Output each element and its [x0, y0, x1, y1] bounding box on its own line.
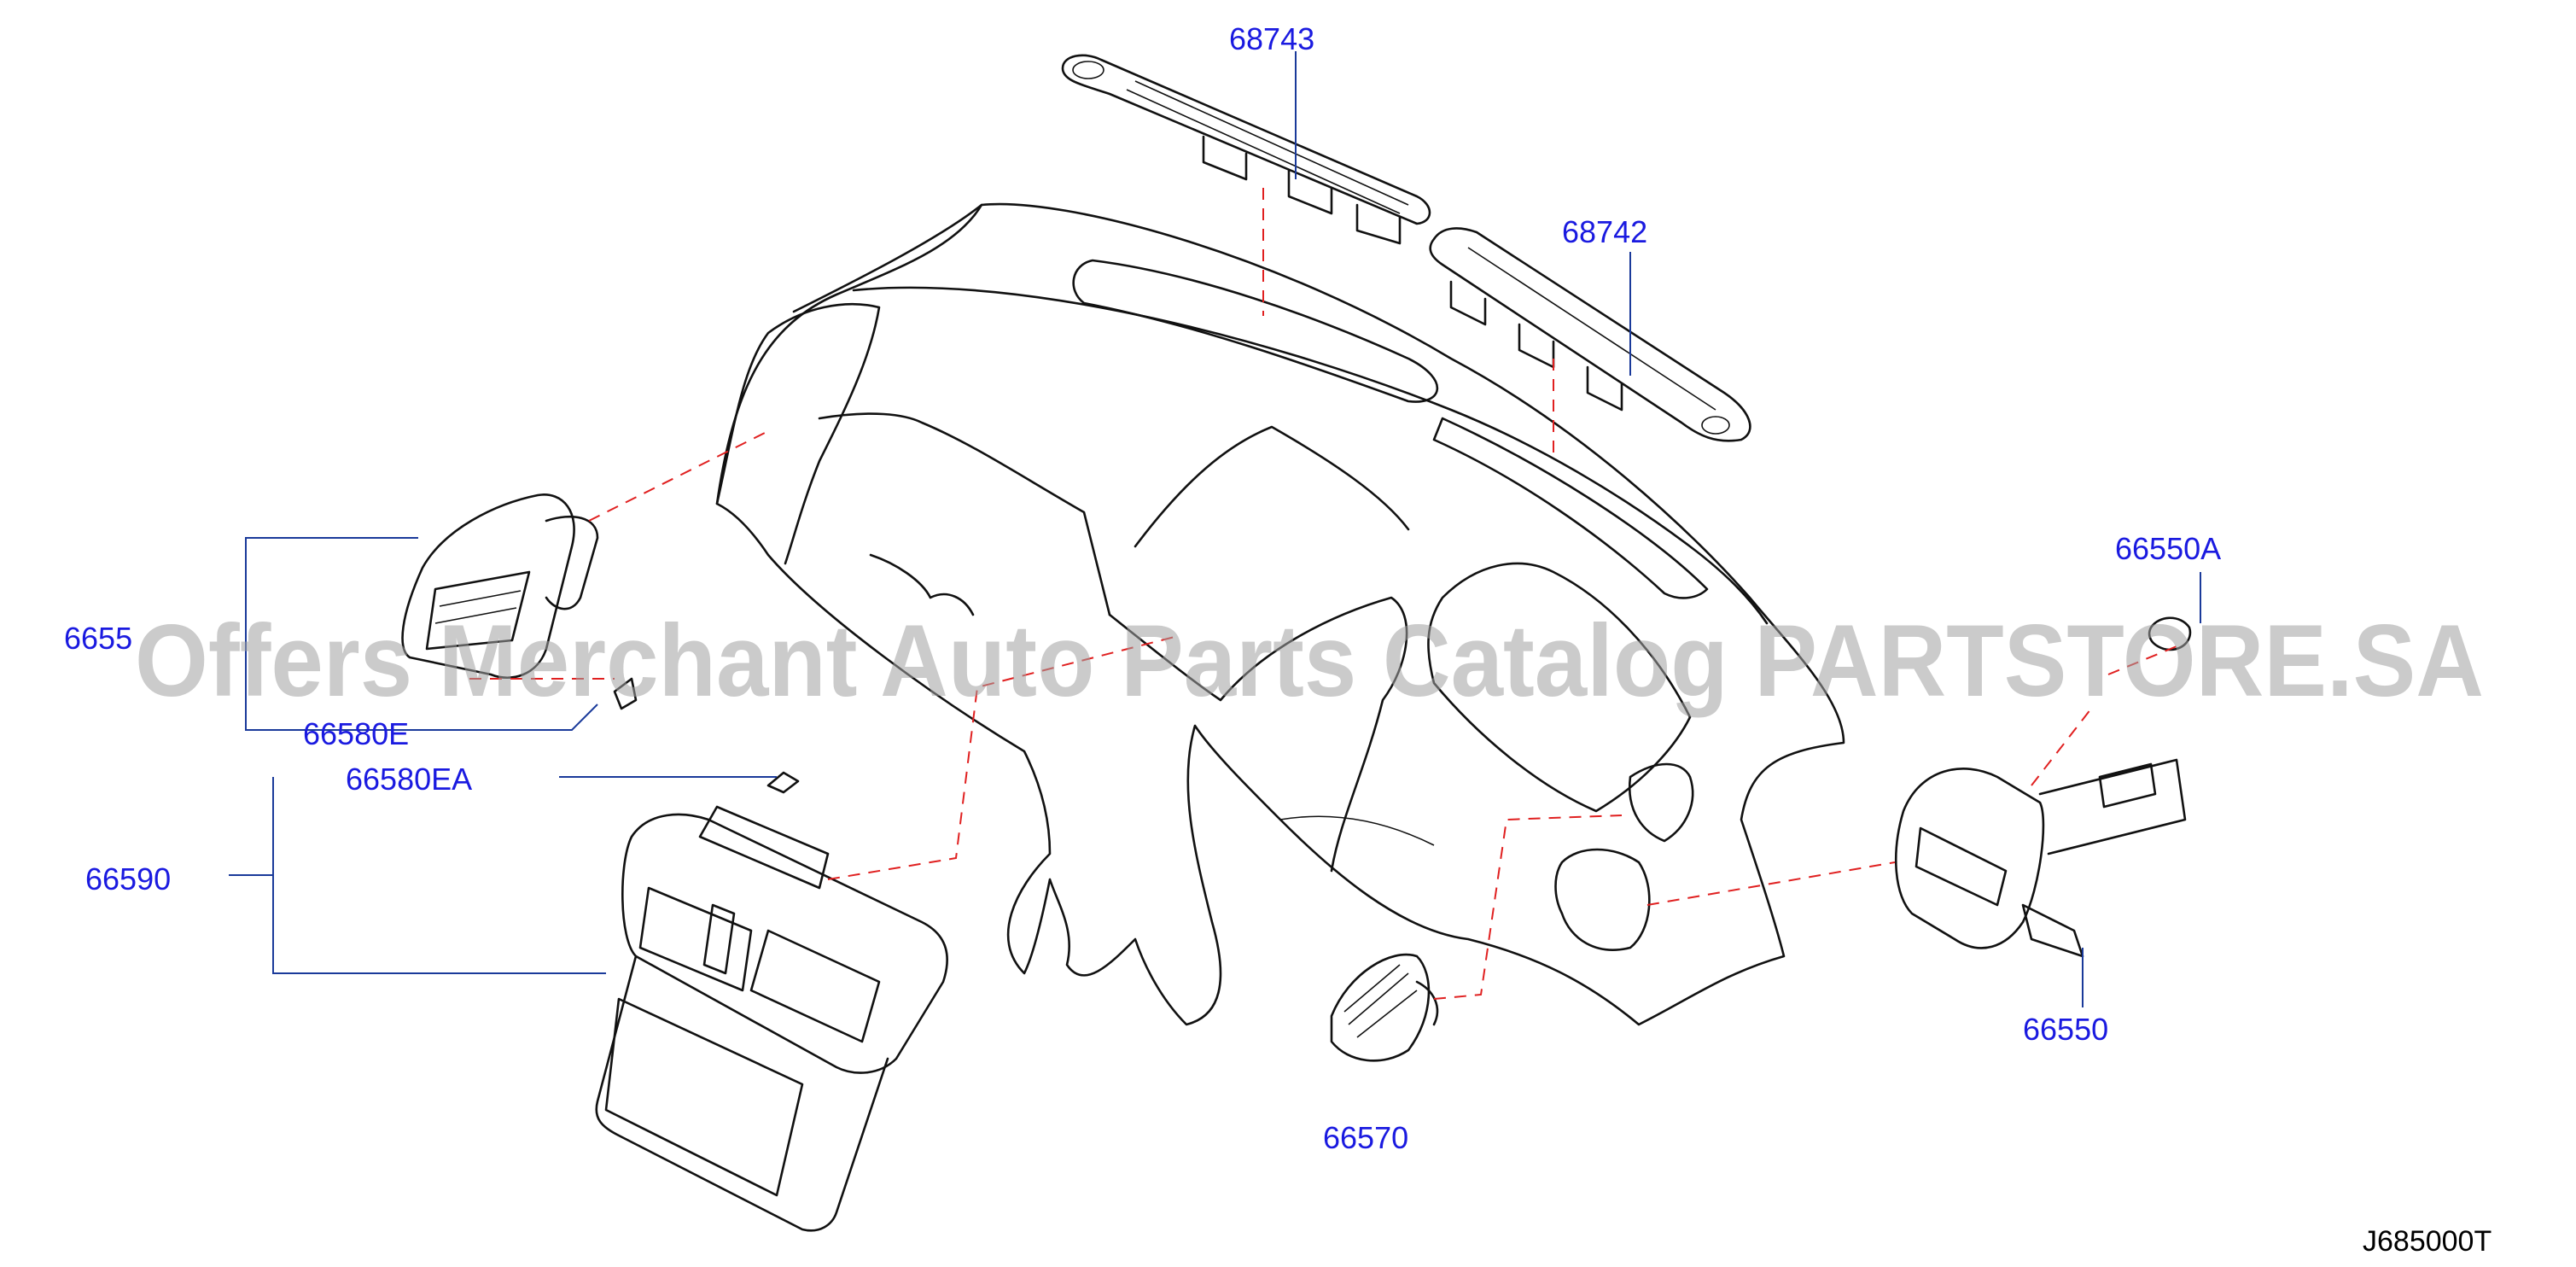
label-66550: 66550 — [2023, 1012, 2108, 1047]
part-66570-drawing — [1330, 953, 1439, 1062]
label-68742: 68742 — [1562, 214, 1647, 249]
label-66580E: 66580E — [303, 716, 409, 751]
label-66570: 66570 — [1323, 1120, 1408, 1155]
label-68743: 68743 — [1229, 21, 1314, 56]
dashed-alignment-lines — [469, 188, 2182, 1000]
part-68743-drawing — [1061, 54, 1431, 245]
diagram-code: J685000T — [2363, 1225, 2491, 1258]
watermark-text: Offers Merchant Auto Parts Catalog PARTS… — [135, 604, 2484, 718]
part-68742-drawing — [1429, 227, 1751, 442]
label-66550A: 66550A — [2115, 531, 2221, 566]
instrument-panel-drawing — [715, 202, 1845, 1026]
label-66590: 66590 — [85, 861, 171, 896]
part-labels: 68743 68742 6655 66580E 66580EA 66590 66… — [64, 21, 2221, 1155]
part-6655-drawing — [401, 493, 638, 710]
label-6655: 6655 — [64, 621, 132, 656]
label-66580EA: 66580EA — [346, 762, 472, 797]
part-66590-drawing — [595, 771, 948, 1232]
leader-lines — [229, 51, 2201, 1007]
